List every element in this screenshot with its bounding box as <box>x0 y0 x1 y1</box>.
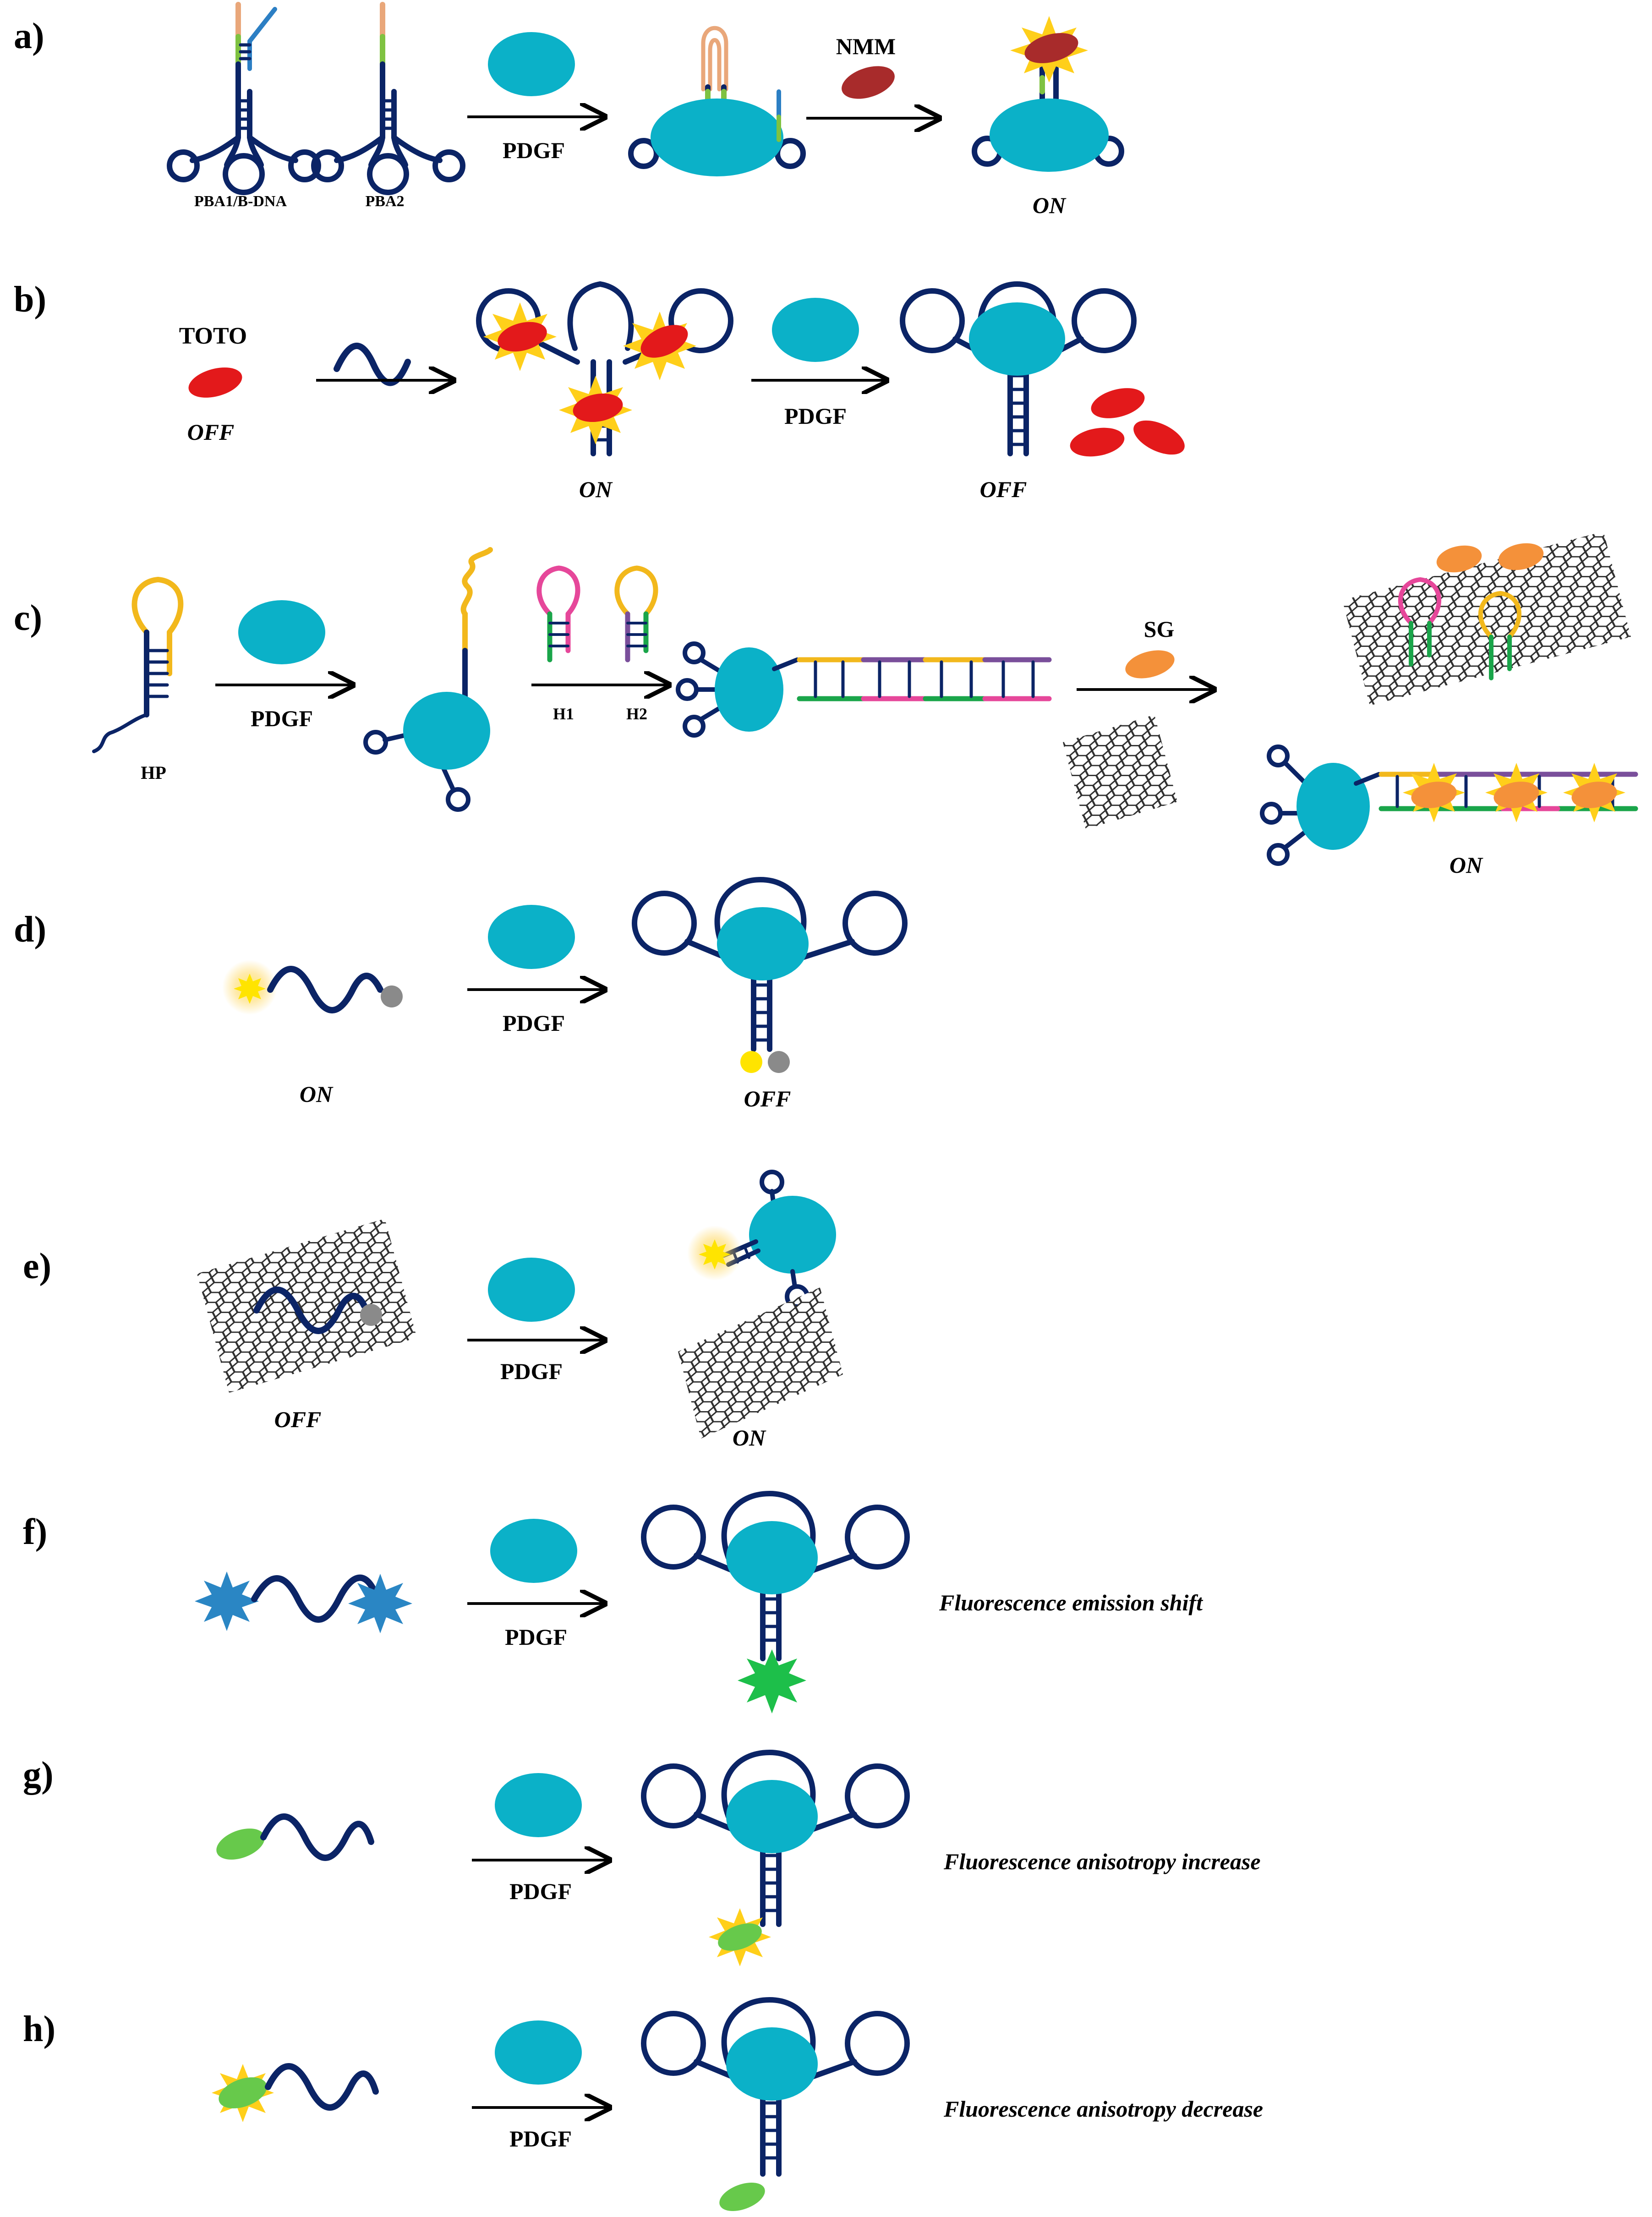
sg-dye <box>1125 650 1175 679</box>
dual-labeled-aptamer <box>251 1574 379 1623</box>
dye-label-sg: SG <box>1144 616 1175 642</box>
labeled-aptamer <box>260 1813 374 1861</box>
on-complex-nmm <box>972 16 1124 172</box>
panel-e: e) OFF PDGF ON <box>23 1170 843 1451</box>
panel-a: a) PBA1/B-DNA <box>14 2 1124 218</box>
result-label-anisotropy-increase: Fluorescence anisotropy increase <box>943 1849 1261 1874</box>
pdgf-protein <box>772 298 859 362</box>
label-h2: H2 <box>626 705 647 723</box>
arrow-label-nmm: NMM <box>836 33 896 59</box>
hcr-product-complex <box>676 641 1052 738</box>
panel-label-h: h) <box>23 2009 55 2049</box>
panel-g: g) PDGF Fluorescence anisotropy increase <box>23 1749 1261 1966</box>
label-hp: HP <box>141 762 166 783</box>
state-label-on: ON <box>300 1081 334 1107</box>
state-label-on: ON <box>579 476 613 502</box>
toto-dye <box>188 367 242 398</box>
pdgf-protein <box>488 905 575 969</box>
arrow-label-pdgf: PDGF <box>500 1358 563 1384</box>
helper-hairpin-h2 <box>614 565 658 662</box>
state-label-on: ON <box>1033 192 1067 218</box>
arrow-label-pdgf: PDGF <box>251 706 313 731</box>
panel-label-d: d) <box>14 909 46 950</box>
arrow-label-pdgf: PDGF <box>509 1878 572 1904</box>
hcr-complex-sg-on <box>1260 744 1638 866</box>
panel-label-c: c) <box>14 598 42 638</box>
graphene-oxide-sheet <box>1063 715 1177 829</box>
aptamer-pba2 <box>311 2 465 195</box>
aptamer-pdgf-complex <box>900 281 1137 456</box>
arrow-label-pdgf: PDGF <box>784 403 847 429</box>
panel-c: c) HP PDGF <box>14 531 1638 878</box>
panel-label-g: g) <box>23 1755 54 1795</box>
dye-label-toto: TOTO <box>179 323 247 349</box>
state-label-off: OFF <box>187 419 235 445</box>
pdgf-protein <box>488 32 575 96</box>
nmm-dye <box>842 66 895 99</box>
go-with-adsorbed-hairpins <box>1342 531 1631 706</box>
label-h1: H1 <box>553 705 574 723</box>
fluorophore-quenched <box>360 1304 382 1326</box>
panel-label-e: e) <box>23 1246 51 1286</box>
quencher <box>381 985 403 1007</box>
label-pba1-bdna: PBA1/B-DNA <box>194 193 287 210</box>
released-toto <box>1070 388 1185 457</box>
labeled-aptamer <box>267 966 383 1013</box>
arrow-label-pdgf: PDGF <box>503 137 565 163</box>
fluorophore <box>234 974 266 1004</box>
state-label-off: OFF <box>744 1086 791 1111</box>
labeled-aptamer <box>265 2063 379 2111</box>
excimer-dye-right <box>348 1574 412 1633</box>
panel-h: h) PDGF Fluorescence anisotropy decrease <box>23 1997 1263 2211</box>
opened-hp-pdgf <box>363 547 493 812</box>
pdgf-protein <box>490 1519 577 1583</box>
pdgf-protein <box>488 1258 575 1322</box>
pdgf-sandwich-complex <box>628 26 806 176</box>
state-label-on: ON <box>1450 852 1483 878</box>
folded-aptamer-toto <box>476 281 733 456</box>
aptamer-pdgf-complex <box>632 876 908 1073</box>
graphene-oxide-sheet <box>678 1287 843 1439</box>
state-label-on: ON <box>733 1425 766 1451</box>
state-label-off: OFF <box>980 476 1027 502</box>
result-label-emission-shift: Fluorescence emission shift <box>939 1590 1203 1615</box>
pdgf-protein <box>495 2020 582 2085</box>
fluorophore <box>699 1239 731 1270</box>
free-aptamer <box>334 343 411 386</box>
panel-label-f: f) <box>23 1512 47 1552</box>
arrow-label-pdgf: PDGF <box>505 1624 567 1650</box>
helper-hairpin-h1 <box>536 565 580 662</box>
excimer-dye-left <box>195 1571 259 1631</box>
hairpin-hp <box>92 576 184 753</box>
result-label-anisotropy-decrease: Fluorescence anisotropy decrease <box>943 2096 1263 2122</box>
label-pba2: PBA2 <box>366 193 405 210</box>
pdgf-protein <box>495 1773 582 1837</box>
arrow-label-pdgf: PDGF <box>509 2126 572 2151</box>
aptamer-pdgf-complex <box>641 1997 910 2211</box>
panel-f: f) PDGF Fluorescence emission shift <box>23 1490 1203 1713</box>
aptamer-pdgf-complex <box>641 1490 910 1713</box>
panel-d: d) ON PDGF OFF <box>14 876 908 1111</box>
panel-label-b: b) <box>14 279 46 320</box>
arrow-label-pdgf: PDGF <box>503 1010 565 1036</box>
aptamer-pba1-bdna <box>167 2 321 195</box>
state-label-off: OFF <box>274 1407 322 1432</box>
fluorophore <box>219 2077 267 2108</box>
aptamer-pdgf-complex <box>641 1749 910 1966</box>
released-aptamer-pdgf <box>722 1170 836 1309</box>
fluorophore <box>216 1828 265 1860</box>
graphene-oxide-sheet <box>197 1219 417 1393</box>
panel-label-a: a) <box>14 16 44 56</box>
panel-b: b) TOTO OFF ON <box>14 279 1185 502</box>
adsorbed-aptamer <box>253 1286 367 1334</box>
pdgf-protein <box>238 600 325 664</box>
